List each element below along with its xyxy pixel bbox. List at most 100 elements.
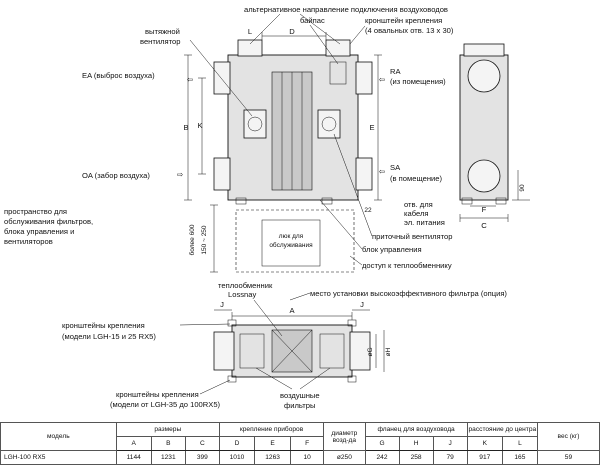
label-bracket-small-1: кронштейны крепления <box>62 321 145 330</box>
label-filters-2: фильтры <box>284 401 315 410</box>
letter-e: E <box>253 436 292 451</box>
cell-weight: 59 <box>536 450 600 465</box>
cell-model: LGH-100 RX5 <box>0 450 117 465</box>
duct-sa <box>355 157 373 191</box>
letter-a: A <box>115 436 152 451</box>
hatch-label-2: обслуживания <box>269 241 313 249</box>
cell-b: 1231 <box>150 450 186 465</box>
bypass-damper <box>329 61 347 85</box>
label-core-1: теплообменник <box>218 281 273 290</box>
letter-f: F <box>290 436 325 451</box>
label-bracket: кронштейн крепления <box>365 16 442 25</box>
svg-text:⇦: ⇦ <box>379 167 386 176</box>
letter-j: J <box>432 436 468 451</box>
dim-f: F <box>482 205 487 214</box>
svg-text:⇦: ⇦ <box>187 75 194 84</box>
header-mount: крепление приборов <box>218 422 325 437</box>
label-exhaust-fan-1: вытяжной <box>145 27 180 36</box>
label-oa: OA (забор воздуха) <box>82 171 150 180</box>
letter-d: D <box>218 436 256 451</box>
duct-oa <box>213 157 231 191</box>
duct-ea <box>213 61 231 95</box>
label-core-2: Lossnay <box>228 290 256 299</box>
table-row: LGH-100 RX5 1144 1231 399 1010 1263 10 ø… <box>0 450 600 465</box>
letter-b: B <box>150 436 186 451</box>
dim-90: 90 <box>519 184 526 192</box>
label-alt-direction: альтернативное направление подключения в… <box>244 5 448 14</box>
dim-e: E <box>369 123 374 132</box>
cell-a: 1144 <box>115 450 152 465</box>
exhaust-fan <box>243 109 267 139</box>
label-space-4: вентиляторов <box>4 237 53 246</box>
cell-l: 165 <box>501 450 538 465</box>
top-view: люк для обслуживания D L B K E 22 более … <box>4 5 454 273</box>
label-bracket-large-1: кронштейны крепления <box>116 390 199 399</box>
header-sizes: размеры <box>115 422 220 437</box>
header-weight: вес (кг) <box>536 422 600 451</box>
label-core-access: доступ к теплообменнику <box>362 261 452 270</box>
label-hole-1: отв. для <box>404 200 433 209</box>
header-center: расстояние до центра <box>466 422 538 437</box>
side-duct-upper <box>467 59 501 93</box>
label-sa: SA <box>390 163 401 172</box>
dim-150-250: 150 ~ 250 <box>201 225 208 254</box>
dim-j-right: J <box>360 300 364 309</box>
dim-g: øG <box>367 347 374 356</box>
dim-j-left: J <box>220 300 224 309</box>
label-bracket-large-2: (модели от LGH-35 до 100RX5) <box>110 400 221 409</box>
svg-text:⇦: ⇦ <box>379 75 386 84</box>
svg-text:⇨: ⇨ <box>177 170 184 179</box>
letter-k: K <box>466 436 503 451</box>
table-letter-row: A B C D E F G H J K L <box>1 436 600 451</box>
letter-l: L <box>501 436 538 451</box>
supply-fan <box>317 109 341 139</box>
label-ra: RA <box>390 67 401 76</box>
plan-filter-left <box>239 333 265 369</box>
header-diameter: диаметр возд-да <box>323 422 366 451</box>
plan-filter-right <box>319 333 345 369</box>
dim-22: 22 <box>364 207 372 214</box>
label-bracket-small-2: (модели LGH-15 и 25 RX5) <box>62 332 156 341</box>
label-hole-2: кабеля <box>404 209 429 218</box>
cell-j: 79 <box>432 450 468 465</box>
cell-f: 10 <box>290 450 325 465</box>
cell-g: 242 <box>364 450 400 465</box>
svg-text:L: L <box>248 27 252 36</box>
label-supply-fan: приточный вентилятор <box>372 232 452 241</box>
dim-b: B <box>183 123 188 132</box>
dim-c: C <box>481 221 487 230</box>
cell-d: 1010 <box>218 450 256 465</box>
label-bypass: байпас <box>300 16 325 25</box>
plan-view: A J J øG øH теплообменник Lossnay место … <box>62 281 507 410</box>
label-ra-2: (из помещения) <box>390 77 446 86</box>
label-ea: EA (выброс воздуха) <box>82 71 155 80</box>
duct-stub-top-left <box>237 39 263 57</box>
letter-c: C <box>184 436 220 451</box>
label-space-2: обслуживания фильтров, <box>4 217 93 226</box>
side-view: C F 90 <box>459 43 530 230</box>
label-sa-2: (в помещение) <box>390 174 442 183</box>
cell-c: 399 <box>184 450 220 465</box>
letter-g: G <box>364 436 400 451</box>
label-control-unit: блок управления <box>362 245 422 254</box>
hatch-label-1: люк для <box>279 233 304 240</box>
side-duct-lower <box>467 159 501 193</box>
plan-duct-right <box>349 331 371 371</box>
dim-k: K <box>197 121 202 130</box>
label-hepa: место установки высокоэффективного фильт… <box>310 289 507 298</box>
cell-diameter: ø250 <box>323 450 366 465</box>
header-flange: фланец для воздуховода <box>364 422 468 437</box>
label-hole-3: эл. питания <box>404 218 445 227</box>
header-model: модель <box>0 422 117 451</box>
dim-d: D <box>289 27 295 36</box>
table-header-row: модель размеры крепление приборов диамет… <box>0 422 600 451</box>
dim-a: A <box>289 306 295 315</box>
label-filters-1: воздушные <box>280 391 320 400</box>
spec-table: модель размеры крепление приборов диамет… <box>0 422 600 465</box>
technical-drawing: люк для обслуживания D L B K E 22 более … <box>4 5 530 410</box>
label-exhaust-fan-2: вентилятор <box>140 37 180 46</box>
duct-stub-top-right <box>325 39 351 57</box>
label-space-3: блока управления и <box>4 227 74 236</box>
dim-h: øH <box>385 347 392 356</box>
plan-duct-left <box>213 331 235 371</box>
